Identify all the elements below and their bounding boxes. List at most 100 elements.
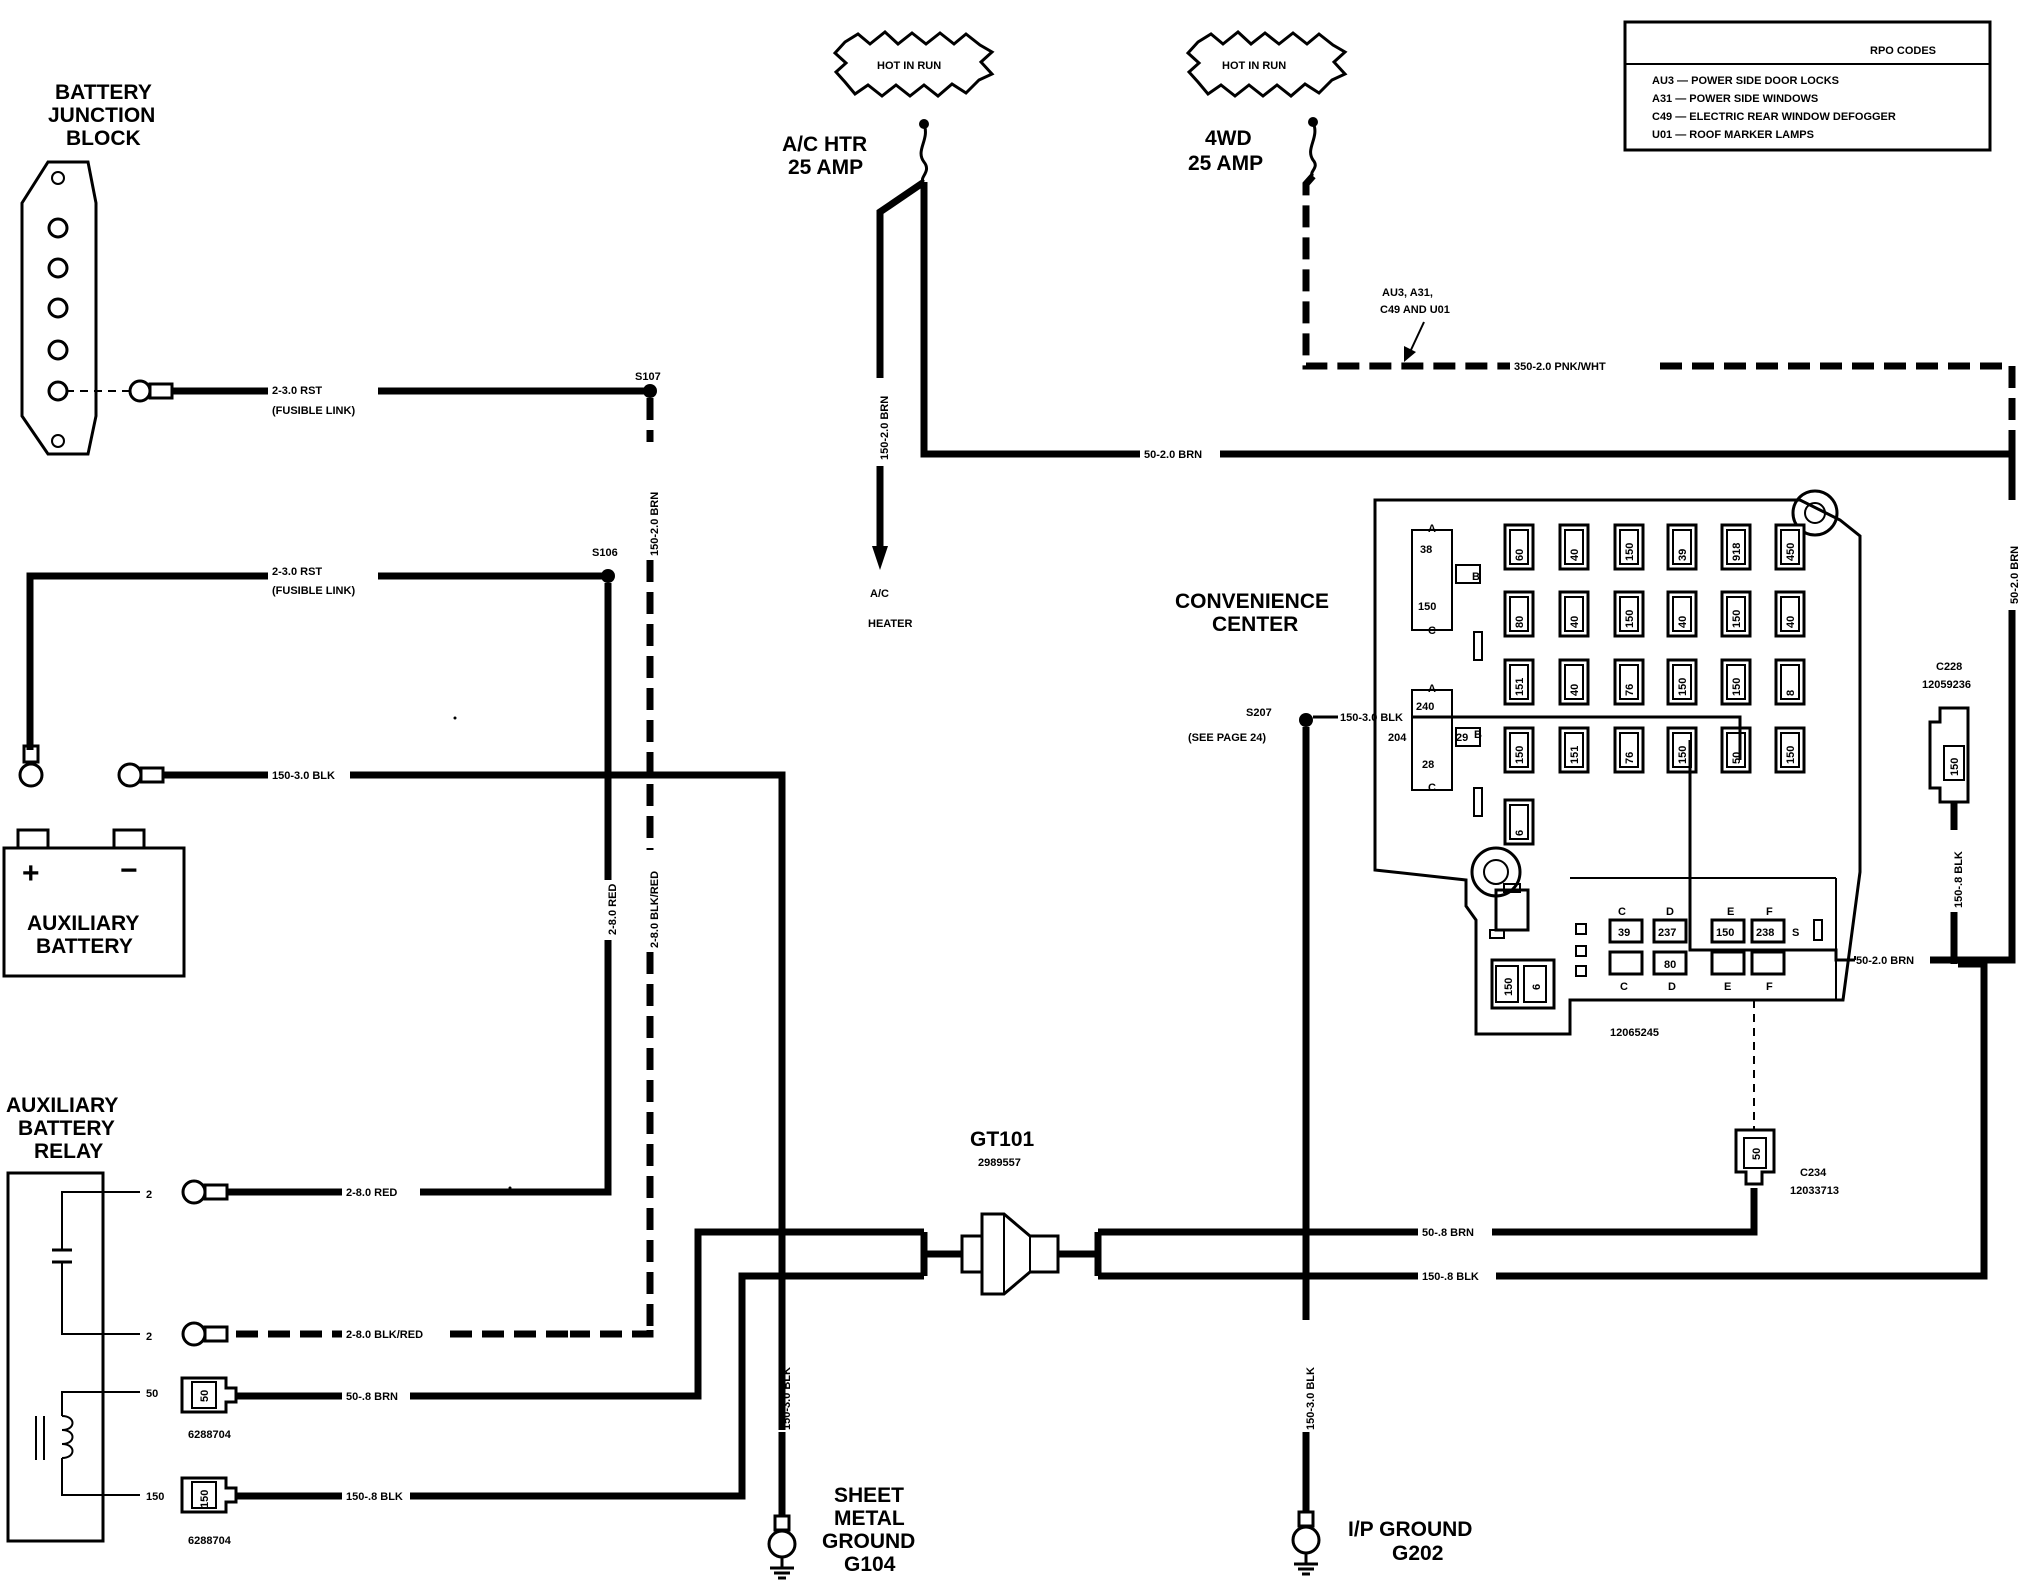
gt101-part: 2989557: [978, 1157, 1021, 1169]
cc-bottom-e: E: [1727, 906, 1734, 918]
ground-g202-title-2: G202: [1392, 1542, 1443, 1565]
cc-bottom-s: S: [1792, 927, 1799, 939]
ground-g104-icon: [767, 1514, 797, 1580]
relay-title-1: AUXILIARY: [6, 1094, 118, 1117]
cc-bottom-d: D: [1666, 906, 1674, 918]
junction-block-title-2: JUNCTION: [48, 104, 155, 127]
fuse-slot-inner: [1509, 529, 1529, 565]
relay-terminal-2b: 2: [146, 1331, 152, 1343]
fuse-slot-inner: [1780, 529, 1800, 565]
cc-label-b2: B: [1474, 729, 1482, 741]
connector-c228-name: C228: [1936, 661, 1962, 673]
splice-s207-note: (SEE PAGE 24): [1188, 732, 1266, 744]
convenience-center-block-icon: [1373, 489, 1862, 1036]
fuse-slot-inner: [1564, 596, 1584, 632]
relay-connector-50-part: 6288704: [188, 1429, 232, 1441]
cc-bottom-c2: C: [1620, 981, 1628, 993]
wire-label-150-blk-g202: 150-3.0 BLK: [1305, 1367, 1317, 1430]
4wd-fuse-rating: 25 AMP: [1188, 152, 1263, 175]
ground-g202-title-1: I/P GROUND: [1348, 1518, 1472, 1541]
rpo-code-c49: C49 — ELECTRIC REAR WINDOW DEFOGGER: [1652, 111, 1896, 123]
fuse-slot-value: 40: [1569, 684, 1581, 696]
wire-label-150-brn-s107: 150-2.0 BRN: [649, 492, 661, 556]
cc-bottom-238: 238: [1756, 927, 1774, 939]
ac-htr-fuse-icon: [919, 119, 929, 184]
hot-in-run-label-2: HOT IN RUN: [1222, 60, 1286, 72]
cc-label-28: 28: [1422, 759, 1434, 771]
cc-bottom-80: 80: [1664, 959, 1676, 971]
cc-label-29: 29: [1456, 732, 1468, 744]
wire-label-blkred-vert: 2-8.0 BLK/RED: [649, 871, 661, 948]
fuse-slot-value: 150: [1624, 543, 1636, 561]
relay-title-3: RELAY: [34, 1140, 103, 1163]
fuse-slot-value: 151: [1569, 746, 1581, 764]
rpo-note-2: C49 AND U01: [1380, 304, 1450, 316]
connector-c234-part: 12033713: [1790, 1185, 1839, 1197]
fuse-slot-inner: [1564, 732, 1584, 768]
rpo-note-pointer: [1409, 321, 1425, 353]
relay-terminal-150: 150: [146, 1491, 164, 1503]
splice-s107-dot: [643, 384, 657, 398]
fuse-slot-value: 6: [1514, 830, 1526, 836]
ground-g104-title-2: METAL: [834, 1507, 905, 1530]
relay-connector-50-pin: 50: [199, 1390, 211, 1402]
fuse-slot-value: 450: [1785, 543, 1797, 561]
cc-bottom-f2: F: [1766, 981, 1773, 993]
rpo-code-u01: U01 — ROOF MARKER LAMPS: [1652, 129, 1814, 141]
wire-label-red-vert: 2-8.0 RED: [607, 884, 619, 935]
wire-label-50-brn-cc: 50-2.0 BRN: [1856, 955, 1914, 967]
auxiliary-battery-title-2: BATTERY: [36, 935, 133, 958]
ac-heater-label-2: HEATER: [868, 618, 912, 630]
relay-connector-150-pin: 150: [199, 1490, 211, 1508]
cc-bottom-d2: D: [1668, 981, 1676, 993]
junction-block-title-1: BATTERY: [55, 81, 152, 104]
fuse-slot-value: 150: [1731, 610, 1743, 628]
auxiliary-battery-relay-icon: [6, 1171, 140, 1543]
fuse-slot-inner: [1780, 596, 1800, 632]
fuse-slot-value: 150: [1677, 746, 1689, 764]
fuse-slot-inner: [1564, 664, 1584, 700]
cc-label-150: 150: [1418, 601, 1436, 613]
fuse-slot-value: 151: [1514, 678, 1526, 696]
fuse-slot-inner: [1726, 732, 1746, 768]
fuse-slot-inner: [1672, 529, 1692, 565]
rpo-codes-title: RPO CODES: [1870, 45, 1936, 57]
svg-text:+: +: [22, 857, 40, 890]
cc-label-b: B: [1472, 571, 1480, 583]
rpo-code-a31: A31 — POWER SIDE WINDOWS: [1652, 93, 1818, 105]
fuse-slot-inner: [1509, 732, 1529, 768]
wire-label-150-blk-c228: 150-.8 BLK: [1953, 851, 1965, 908]
fuse-slot-inner: [1619, 732, 1639, 768]
wire-label-50-brn-top: 50-2.0 BRN: [1144, 449, 1202, 461]
cc-bottom-150b: 150: [1503, 978, 1515, 996]
splice-s207-dot: [1299, 713, 1313, 727]
hot-in-run-label-1: HOT IN RUN: [877, 60, 941, 72]
splice-s106-label: S106: [592, 547, 618, 559]
fuse-slot-value: 40: [1569, 616, 1581, 628]
convenience-center-title-1: CONVENIENCE: [1175, 590, 1329, 613]
cc-bottom-f: F: [1766, 906, 1773, 918]
wire-label-50-brn-relay: 50-.8 BRN: [346, 1391, 398, 1403]
relay-connector-150-icon: [180, 1476, 238, 1514]
cc-label-38: 38: [1420, 544, 1432, 556]
wire-label-rst-mid: 2-3.0 RST: [272, 566, 322, 578]
wire-label-150-blk-right: 150-.8 BLK: [1422, 1271, 1479, 1283]
ring-terminal-aux-neg-icon: [117, 762, 165, 788]
cc-label-a: A: [1428, 523, 1436, 535]
4wd-fuse-icon: [1308, 117, 1318, 178]
fuse-slot-value: 39: [1677, 549, 1689, 561]
ring-terminal-aux-pos-icon: [18, 740, 44, 788]
fuse-slot-value: 76: [1624, 684, 1636, 696]
fuse-slot-inner: [1564, 529, 1584, 565]
relay-terminal-50: 50: [146, 1388, 158, 1400]
wire-label-blkred-h: 2-8.0 BLK/RED: [346, 1329, 423, 1341]
ac-htr-fuse-rating: 25 AMP: [788, 156, 863, 179]
fuse-slot-value: 40: [1569, 549, 1581, 561]
auxiliary-battery-title-1: AUXILIARY: [27, 912, 139, 935]
cc-label-240: 240: [1416, 701, 1434, 713]
hot-in-run-burst-1: HOT IN RUN: [832, 30, 995, 98]
fuse-slot-inner: [1780, 664, 1800, 700]
arrow-down-icon: [872, 546, 888, 570]
